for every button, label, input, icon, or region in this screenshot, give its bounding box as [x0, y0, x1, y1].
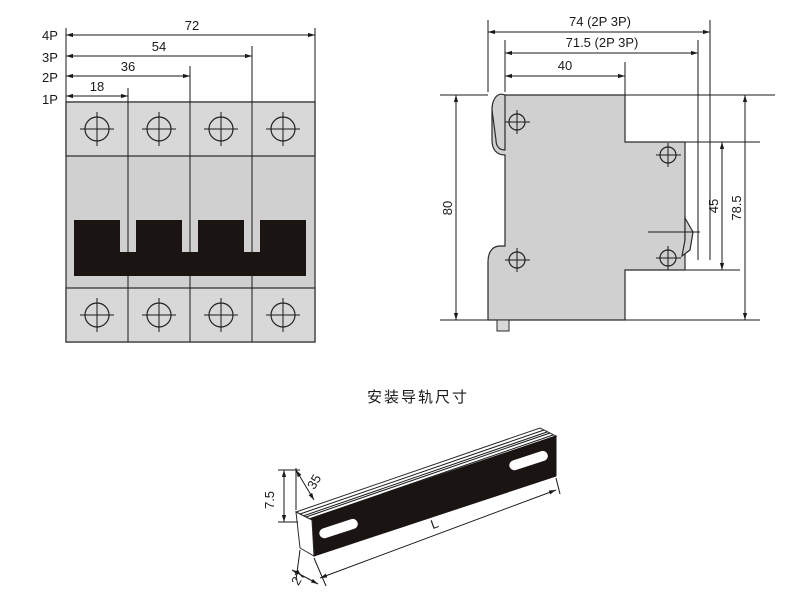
screw-icon [266, 112, 300, 146]
din-clip [491, 93, 506, 151]
screw-icon [80, 298, 114, 332]
side-body [487, 94, 686, 321]
height-dim-45: 45 [706, 142, 725, 270]
screw-icon [505, 248, 530, 272]
svg-text:40: 40 [558, 58, 572, 73]
svg-text:71.5 (2P 3P): 71.5 (2P 3P) [566, 35, 639, 50]
svg-text:45: 45 [706, 199, 721, 213]
width-dim-1p: 18 [66, 79, 128, 99]
mounting-slot [509, 450, 548, 471]
pole-label-2p: 2P [42, 70, 58, 85]
rail-dim-width-top: 35 [295, 468, 324, 510]
pole-label-3p: 3P [42, 50, 58, 65]
svg-text:74 (2P 3P): 74 (2P 3P) [569, 14, 631, 29]
screw-icon [204, 112, 238, 146]
front-view: 4P 3P 2P 1P 72 54 36 18 [42, 18, 316, 343]
depth-dim-74: 74 (2P 3P) [488, 14, 710, 35]
screw-icon [656, 246, 681, 270]
rail-dim-width-bottom: 27 [288, 549, 327, 588]
screw-icon [505, 110, 530, 134]
screw-icon [204, 298, 238, 332]
svg-text:78.5: 78.5 [729, 195, 744, 220]
height-dim-80: 80 [440, 95, 459, 320]
svg-text:80: 80 [440, 201, 455, 215]
width-dim-3p: 54 [66, 39, 252, 59]
svg-text:27: 27 [288, 568, 308, 588]
toggle-lever [681, 215, 694, 258]
svg-text:7.5: 7.5 [262, 491, 277, 509]
pole-label-1p: 1P [42, 92, 58, 107]
svg-text:L: L [428, 515, 440, 532]
svg-text:36: 36 [121, 59, 135, 74]
screw-icon [142, 298, 176, 332]
bottom-tab [496, 319, 510, 332]
width-dim-4p: 72 [66, 18, 315, 38]
rail-dim-length: L [319, 477, 561, 579]
rail-title: 安装导轨尺寸 [367, 388, 469, 406]
height-dim-78-5: 78.5 [729, 95, 748, 320]
screw-icon [656, 143, 681, 167]
din-rail [294, 427, 558, 557]
pole-label-4p: 4P [42, 28, 58, 43]
side-view: 74 (2P 3P) 71.5 (2P 3P) 40 [440, 14, 775, 332]
rail-dim-height: 7.5 [262, 469, 300, 523]
svg-text:72: 72 [185, 18, 199, 33]
screw-icon [142, 112, 176, 146]
depth-dim-71-5: 71.5 (2P 3P) [505, 35, 698, 56]
handle-bar [74, 220, 306, 276]
svg-text:54: 54 [152, 39, 166, 54]
svg-text:18: 18 [90, 79, 104, 94]
depth-dim-40: 40 [505, 58, 625, 79]
screw-icon [266, 298, 300, 332]
screw-icon [80, 112, 114, 146]
width-dim-2p: 36 [66, 59, 190, 79]
svg-text:35: 35 [304, 472, 324, 492]
